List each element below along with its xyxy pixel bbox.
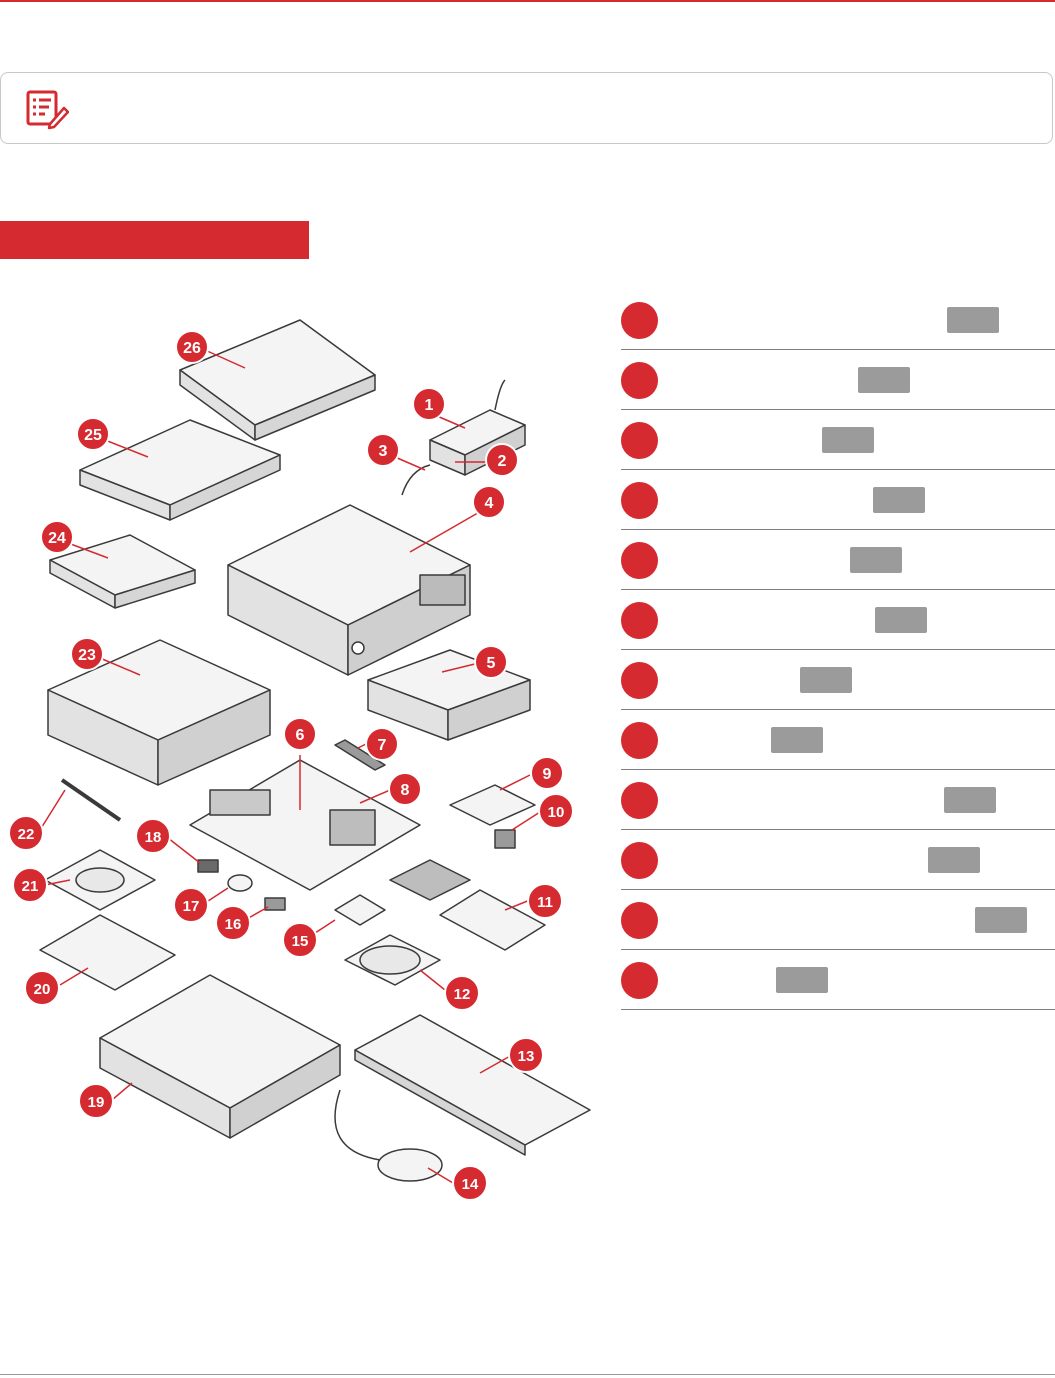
callout-16: 16 xyxy=(215,905,251,941)
parts-list-row xyxy=(621,470,1055,530)
parts-list-row xyxy=(621,290,1055,350)
callout-17: 17 xyxy=(173,887,209,923)
part-code-tag xyxy=(947,307,999,333)
callout-11: 11 xyxy=(527,883,563,919)
part-14-drawing xyxy=(334,1089,443,1182)
part-16-drawing xyxy=(264,897,286,911)
part-15-drawing xyxy=(334,894,386,926)
callout-22: 22 xyxy=(8,815,44,851)
parts-list-row xyxy=(621,650,1055,710)
part-number-badge xyxy=(621,782,658,819)
part-13-drawing xyxy=(354,1014,591,1156)
callout-1: 1 xyxy=(412,387,446,421)
part-code-tag xyxy=(850,547,902,573)
parts-list-row xyxy=(621,890,1055,950)
callout-10: 10 xyxy=(538,793,574,829)
callout-3: 3 xyxy=(366,433,400,467)
callout-21: 21 xyxy=(12,867,48,903)
part-10-drawing xyxy=(494,829,516,849)
callout-23: 23 xyxy=(70,637,104,671)
callout-8: 8 xyxy=(388,772,422,806)
part-number-badge xyxy=(621,722,658,759)
part-17-drawing xyxy=(227,874,253,892)
part-code-tag xyxy=(776,967,828,993)
part-7-drawing xyxy=(334,739,386,771)
part-code-tag xyxy=(873,487,925,513)
callout-15: 15 xyxy=(282,922,318,958)
part-22-drawing xyxy=(60,778,122,822)
part-code-tag xyxy=(800,667,852,693)
callout-13: 13 xyxy=(508,1037,544,1073)
callout-19: 19 xyxy=(78,1083,114,1119)
part-code-tag xyxy=(975,907,1027,933)
part-code-tag xyxy=(928,847,980,873)
note-edit-icon xyxy=(26,90,69,130)
part-number-badge xyxy=(621,842,658,879)
part-11-drawing xyxy=(389,859,546,951)
part-number-badge xyxy=(621,542,658,579)
part-number-badge xyxy=(621,962,658,999)
part-23-drawing xyxy=(47,639,271,786)
note-box xyxy=(0,72,1053,144)
part-6-drawing xyxy=(189,759,421,891)
callout-24: 24 xyxy=(40,520,74,554)
callout-12: 12 xyxy=(444,975,480,1011)
exploded-view-illustration xyxy=(39,319,591,1184)
section-header xyxy=(0,221,309,259)
callout-18: 18 xyxy=(135,818,171,854)
callout-7: 7 xyxy=(365,727,399,761)
part-code-tag xyxy=(822,427,874,453)
parts-list-row xyxy=(621,830,1055,890)
callout-5: 5 xyxy=(474,645,508,679)
part-21-drawing xyxy=(44,849,156,911)
part-9-drawing xyxy=(449,784,536,826)
part-number-badge xyxy=(621,362,658,399)
part-number-badge xyxy=(621,482,658,519)
parts-list-row xyxy=(621,350,1055,410)
callout-4: 4 xyxy=(472,485,506,519)
parts-list-row xyxy=(621,410,1055,470)
part-number-badge xyxy=(621,662,658,699)
part-20-drawing xyxy=(39,914,176,991)
callout-2: 2 xyxy=(485,443,519,477)
callout-20: 20 xyxy=(24,970,60,1006)
part-number-badge xyxy=(621,602,658,639)
parts-list-row xyxy=(621,770,1055,830)
part-code-tag xyxy=(875,607,927,633)
callout-26: 26 xyxy=(175,330,209,364)
part-code-tag xyxy=(771,727,823,753)
parts-list xyxy=(621,290,1055,1010)
parts-list-row xyxy=(621,530,1055,590)
parts-list-row xyxy=(621,710,1055,770)
part-number-badge xyxy=(621,422,658,459)
callout-6: 6 xyxy=(283,717,317,751)
part-code-tag xyxy=(858,367,910,393)
part-4-drawing xyxy=(227,504,471,676)
callout-9: 9 xyxy=(530,756,564,790)
callout-layer: 26 25 24 1 3 2 4 5 23 6 7 8 9 10 11 12 1… xyxy=(0,290,600,1210)
parts-list-row xyxy=(621,590,1055,650)
part-19-drawing xyxy=(99,974,341,1139)
callout-14: 14 xyxy=(452,1165,488,1201)
top-rule xyxy=(0,0,1055,2)
parts-list-row xyxy=(621,950,1055,1010)
part-25-drawing xyxy=(79,419,281,521)
part-12-drawing xyxy=(344,934,441,986)
part-number-badge xyxy=(621,902,658,939)
part-number-badge xyxy=(621,302,658,339)
bottom-rule xyxy=(0,1374,1055,1375)
part-18-drawing xyxy=(197,859,219,873)
part-code-tag xyxy=(944,787,996,813)
part-26-drawing xyxy=(179,319,376,441)
callout-25: 25 xyxy=(76,417,110,451)
